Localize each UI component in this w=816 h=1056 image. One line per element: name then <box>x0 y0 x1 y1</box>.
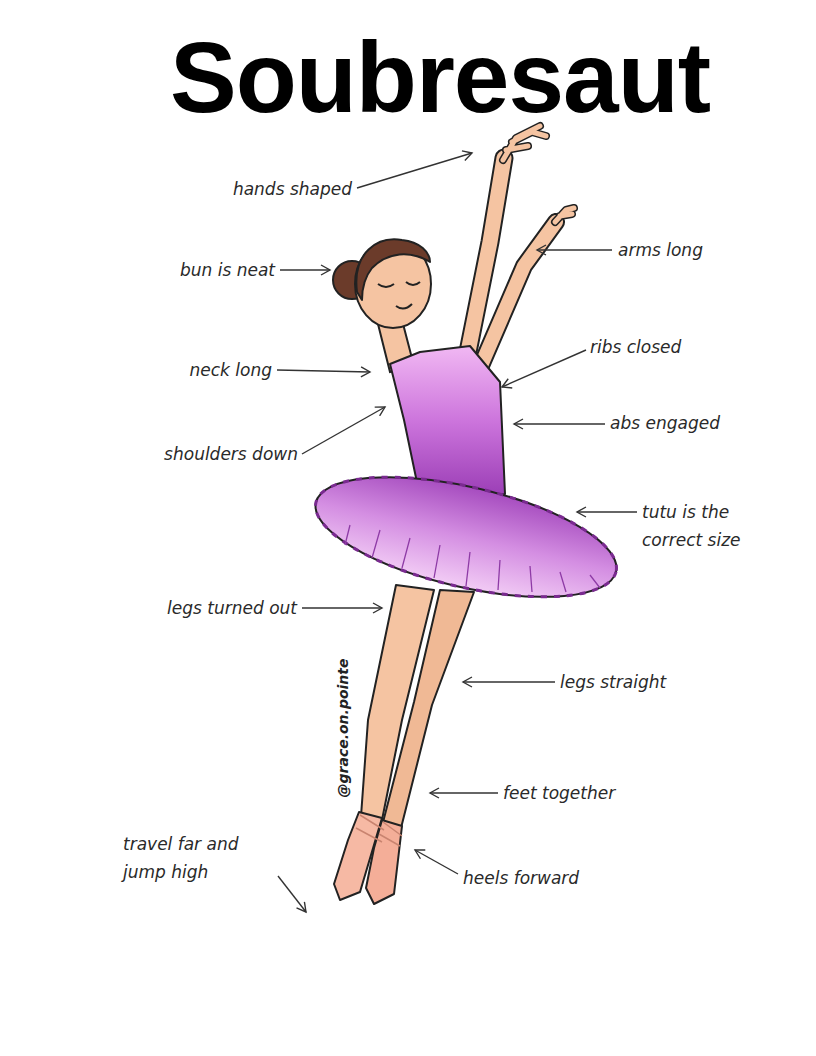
leader-arrows <box>277 153 637 912</box>
callout-label: tutu is the correct size <box>642 498 767 554</box>
callout-label: legs straight <box>560 671 666 693</box>
callout-label: legs turned out <box>167 597 297 619</box>
bodice <box>390 346 505 497</box>
callout-label: shoulders down <box>164 443 298 465</box>
callout-label: neck long <box>189 359 272 381</box>
callout-label: hands shaped <box>233 178 352 200</box>
callout-label: abs engaged <box>610 412 720 434</box>
pointe-shoes <box>334 812 402 904</box>
callout-label: ribs closed <box>590 336 681 358</box>
arms <box>468 126 574 368</box>
callout-label: travel far and jump high <box>123 830 273 886</box>
callout-label: feet together <box>503 782 615 804</box>
watermark: @grace.on.pointe <box>335 659 351 798</box>
callout-label: arms long <box>618 239 703 261</box>
callout-label: heels forward <box>463 867 579 889</box>
head <box>333 239 431 328</box>
title: Soubresaut <box>170 22 710 132</box>
callout-label: bun is neat <box>180 259 275 281</box>
legs <box>360 585 474 832</box>
tutu <box>305 454 628 621</box>
